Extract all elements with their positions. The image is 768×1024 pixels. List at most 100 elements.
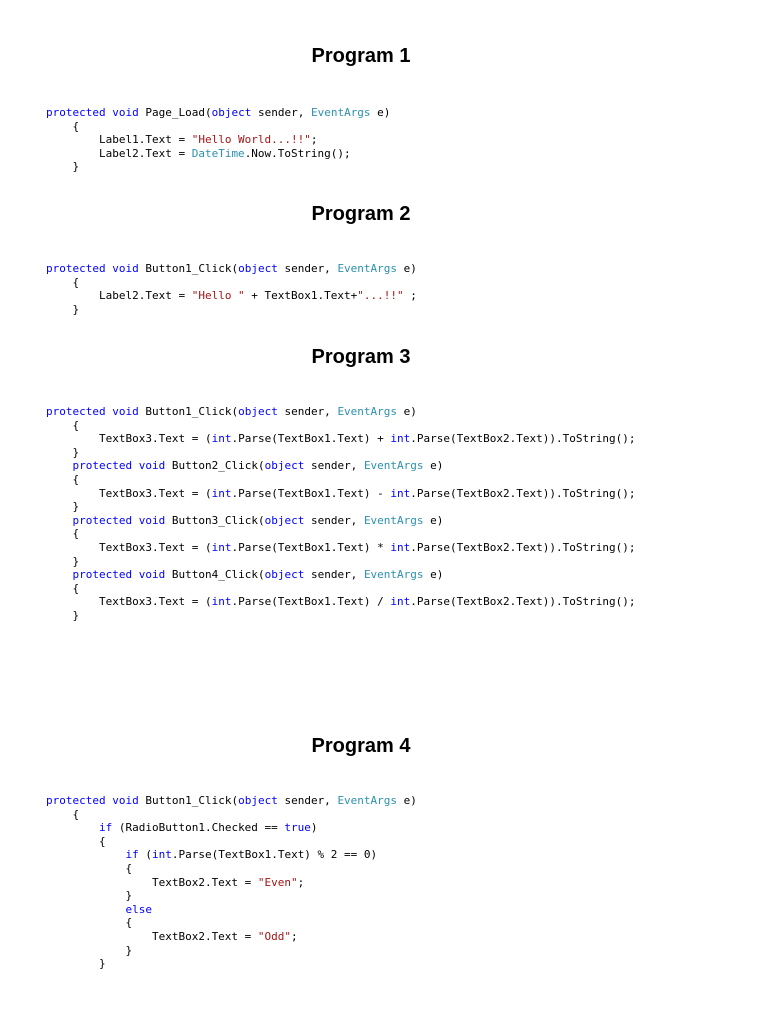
code-line: else [46, 903, 417, 917]
code-token: .Parse(TextBox2.Text)).ToString(); [410, 432, 636, 446]
code-token: int [211, 486, 232, 500]
code-token: protected [72, 459, 133, 473]
code-line: } [46, 446, 635, 460]
code-token: } [46, 554, 80, 568]
code-token: int [390, 432, 411, 446]
code-token: Button1_Click( [138, 794, 239, 807]
code-line: } [46, 160, 390, 174]
code-token: .Now.ToString(); [244, 146, 351, 160]
code-token: .Parse(TextBox1.Text) * [231, 540, 391, 554]
code-token: EventArgs [337, 262, 398, 275]
code-token: .Parse(TextBox2.Text)).ToString(); [410, 486, 636, 500]
code-token: EventArgs [337, 405, 398, 418]
code-token: .Parse(TextBox2.Text)).ToString(); [410, 595, 636, 609]
code-token: "Hello " [191, 289, 245, 303]
code-token [46, 459, 73, 472]
code-token: EventArgs [363, 513, 424, 527]
code-token: protected [46, 405, 106, 418]
code-token: protected [46, 794, 106, 807]
code-token: { [46, 916, 133, 930]
code-line: protected void Button2_Click(object send… [46, 459, 635, 473]
program-4-code: protected void Button1_Click(object send… [46, 794, 417, 971]
code-token: sender, [304, 568, 364, 582]
code-token: e) [423, 568, 444, 582]
code-line: { [46, 916, 417, 930]
code-token: object [211, 106, 252, 119]
code-token: object [264, 568, 305, 582]
code-token: ( [138, 848, 152, 862]
code-token [46, 821, 99, 834]
code-token: } [46, 160, 80, 174]
code-token: sender, [304, 459, 364, 473]
code-line: protected void Button1_Click(object send… [46, 262, 417, 276]
code-token: "Odd" [257, 929, 292, 943]
program-2-title: Program 2 [311, 203, 411, 225]
code-token: ; [403, 289, 417, 303]
code-line: if (RadioButton1.Checked == true) [46, 821, 417, 835]
code-token: void [112, 405, 139, 418]
program-1-title: Program 1 [311, 45, 411, 67]
code-token [46, 848, 125, 861]
code-token: sender, [277, 405, 338, 418]
code-token: } [46, 957, 106, 971]
code-line: TextBox2.Text = "Even"; [46, 876, 417, 890]
code-token: ; [297, 875, 305, 889]
code-token: if [125, 848, 139, 862]
code-line: { [46, 419, 635, 433]
code-token: Page_Load( [138, 106, 212, 119]
code-token: Button1_Click( [138, 405, 239, 418]
code-line: { [46, 835, 417, 849]
code-token: + TextBox1.Text+ [244, 289, 358, 303]
code-line: TextBox3.Text = (int.Parse(TextBox1.Text… [46, 541, 635, 555]
code-token: { [46, 834, 106, 848]
code-token: ; [310, 133, 318, 147]
code-token: sender, [251, 106, 311, 119]
code-line: { [46, 276, 417, 290]
code-token: ) [310, 821, 318, 835]
code-token: Button1_Click( [138, 262, 239, 275]
code-line: } [46, 555, 635, 569]
code-token: protected [46, 106, 106, 119]
code-token: } [46, 608, 80, 622]
code-token: } [46, 445, 80, 459]
code-token: e) [423, 513, 444, 527]
code-token: object [264, 459, 305, 473]
code-token: sender, [277, 262, 338, 275]
code-line: } [46, 609, 635, 623]
code-line: if (int.Parse(TextBox1.Text) % 2 == 0) [46, 848, 417, 862]
code-line: Label2.Text = DateTime.Now.ToString(); [46, 147, 390, 161]
code-line: protected void Button3_Click(object send… [46, 514, 635, 528]
program-3-code: protected void Button1_Click(object send… [46, 405, 635, 623]
code-token: void [138, 459, 166, 473]
code-line: TextBox3.Text = (int.Parse(TextBox1.Text… [46, 487, 635, 501]
code-token: { [46, 861, 133, 875]
code-token: void [138, 568, 166, 582]
code-token: Label1.Text = [46, 133, 192, 147]
code-token: "...!!" [357, 289, 404, 303]
code-token: { [46, 581, 80, 595]
code-token: int [211, 595, 232, 609]
code-token: Label2.Text = [46, 289, 192, 303]
code-token: EventArgs [337, 794, 398, 807]
code-token: Label2.Text = [46, 146, 192, 160]
code-token: .Parse(TextBox1.Text) / [231, 595, 391, 609]
code-token: .Parse(TextBox2.Text)).ToString(); [410, 540, 636, 554]
code-token: e) [397, 794, 417, 807]
code-token: TextBox3.Text = ( [46, 595, 212, 609]
code-token: } [46, 500, 80, 514]
code-token: (RadioButton1.Checked == [112, 821, 285, 835]
code-line: { [46, 808, 417, 822]
code-token: e) [370, 106, 391, 119]
code-line: protected void Button1_Click(object send… [46, 405, 635, 419]
code-line: { [46, 473, 635, 487]
code-token: { [46, 119, 80, 133]
code-token: else [125, 902, 152, 916]
code-token: int [390, 486, 411, 500]
code-line: } [46, 889, 417, 903]
code-token: int [390, 540, 411, 554]
code-token: void [112, 794, 139, 807]
code-token: sender, [304, 513, 364, 527]
code-line: } [46, 500, 635, 514]
code-line: TextBox3.Text = (int.Parse(TextBox1.Text… [46, 595, 635, 609]
code-line: TextBox3.Text = (int.Parse(TextBox1.Text… [46, 432, 635, 446]
